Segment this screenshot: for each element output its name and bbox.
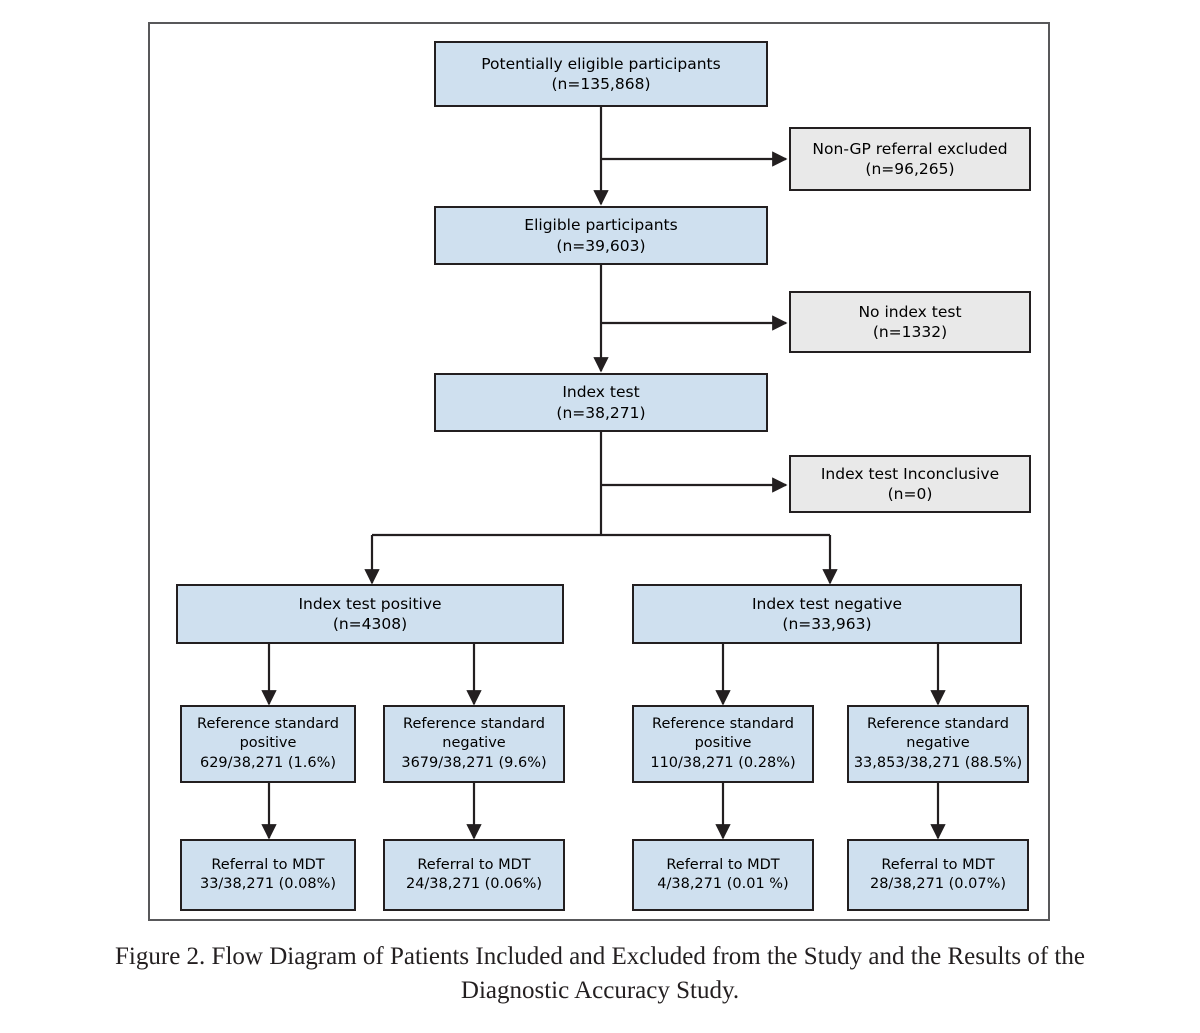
node-line-1: Reference standard xyxy=(197,716,339,733)
node-line-1: Referral to MDT xyxy=(417,856,531,873)
figure-caption-line-1: Figure 2. Flow Diagram of Patients Inclu… xyxy=(115,943,1085,970)
node-line-2: (n=0) xyxy=(887,485,933,503)
node-reference-standard-negative-from-index-negative: Reference standard negative 33,853/38,27… xyxy=(847,705,1029,783)
node-referral-to-mdt-false-positive: Referral to MDT 24/38,271 (0.06%) xyxy=(383,839,565,911)
node-line-2: 24/38,271 (0.06%) xyxy=(405,876,543,892)
node-line-1: Index test xyxy=(562,383,640,402)
node-index-test-negative: Index test negative (n=33,963) xyxy=(632,584,1022,644)
node-line-1: Index test Inconclusive xyxy=(820,464,1000,483)
node-line-3: 3679/38,271 (9.6%) xyxy=(401,754,547,771)
node-referral-to-mdt-true-positive: Referral to MDT 33/38,271 (0.08%) xyxy=(180,839,356,911)
node-line-2: (n=38,271) xyxy=(556,403,646,422)
node-line-3: 110/38,271 (0.28%) xyxy=(650,754,796,771)
node-line-2: negative xyxy=(442,735,506,752)
node-index-test: Index test (n=38,271) xyxy=(434,373,768,432)
node-reference-standard-negative-from-index-positive: Reference standard negative 3679/38,271 … xyxy=(383,705,565,783)
node-index-test-positive: Index test positive (n=4308) xyxy=(176,584,564,644)
node-line-2: (n=1332) xyxy=(872,323,948,341)
node-line-2: (n=96,265) xyxy=(865,160,955,178)
node-non-gp-referral-excluded: Non-GP referral excluded (n=96,265) xyxy=(789,127,1031,191)
node-line-1: Index test negative xyxy=(751,594,903,613)
node-line-2: (n=4308) xyxy=(332,615,408,633)
node-line-2: (n=135,868) xyxy=(551,75,651,93)
node-reference-standard-positive-from-index-negative: Reference standard positive 110/38,271 (… xyxy=(632,705,814,783)
node-line-1: Non-GP referral excluded xyxy=(812,139,1008,158)
node-referral-to-mdt-true-negative: Referral to MDT 28/38,271 (0.07%) xyxy=(847,839,1029,911)
node-line-1: Potentially eligible participants xyxy=(481,54,721,73)
node-line-1: Reference standard xyxy=(867,716,1009,733)
figure-caption: Figure 2. Flow Diagram of Patients Inclu… xyxy=(0,940,1200,1007)
node-line-2: 33/38,271 (0.08%) xyxy=(199,876,337,892)
node-referral-to-mdt-false-negative: Referral to MDT 4/38,271 (0.01 %) xyxy=(632,839,814,911)
node-line-2: 28/38,271 (0.07%) xyxy=(869,876,1007,892)
node-reference-standard-positive-from-index-positive: Reference standard positive 629/38,271 (… xyxy=(180,705,356,783)
node-line-2: positive xyxy=(239,735,297,752)
node-line-2: (n=39,603) xyxy=(556,236,646,255)
figure-caption-line-2: Diagnostic Accuracy Study. xyxy=(460,976,740,1004)
node-line-1: Reference standard xyxy=(403,716,545,733)
node-line-1: Eligible participants xyxy=(524,216,678,235)
node-line-3: 33,853/38,271 (88.5%) xyxy=(853,754,1023,771)
node-line-1: Index test positive xyxy=(298,594,442,613)
node-line-2: negative xyxy=(906,735,970,752)
node-line-2: (n=33,963) xyxy=(782,615,872,633)
node-line-2: positive xyxy=(694,735,752,752)
node-potentially-eligible-participants: Potentially eligible participants (n=135… xyxy=(434,41,768,107)
node-line-1: Referral to MDT xyxy=(666,856,780,873)
node-line-1: Referral to MDT xyxy=(211,856,325,873)
node-eligible-participants: Eligible participants (n=39,603) xyxy=(434,206,768,265)
node-line-1: Reference standard xyxy=(652,716,794,733)
node-line-2: 4/38,271 (0.01 %) xyxy=(657,876,789,892)
node-line-1: No index test xyxy=(858,302,962,321)
node-no-index-test: No index test (n=1332) xyxy=(789,291,1031,353)
node-index-test-inconclusive: Index test Inconclusive (n=0) xyxy=(789,455,1031,513)
node-line-3: 629/38,271 (1.6%) xyxy=(199,754,337,771)
node-line-1: Referral to MDT xyxy=(881,856,995,873)
